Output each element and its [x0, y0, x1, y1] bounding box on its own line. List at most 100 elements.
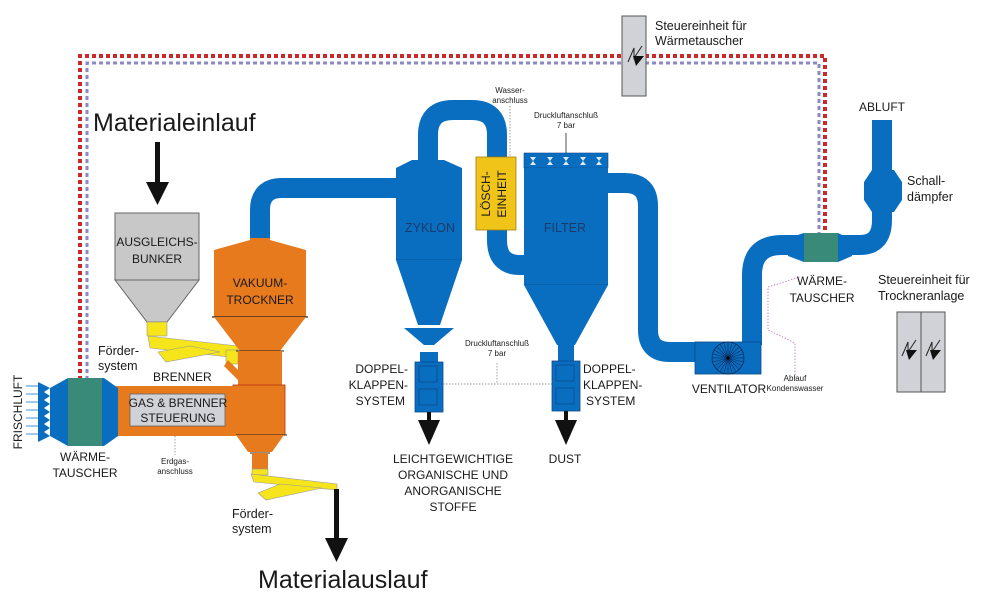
duct-cyclone-to-filter	[418, 100, 535, 275]
vakuum-label-2: TROCKNER	[226, 293, 294, 307]
doppel-left-2: KLAPPEN-	[349, 378, 408, 392]
waermetauscher-right[interactable]	[788, 233, 852, 262]
fan-blade	[727, 357, 737, 373]
fan-blade	[727, 357, 733, 374]
foerdersystem-lower[interactable]	[250, 468, 338, 501]
waerme-right-1: WÄRME-	[797, 274, 847, 288]
signal-line-red	[78, 54, 827, 380]
steuer-trockner-1: Steuereinheit für	[878, 273, 970, 287]
druckluft-mid-2: 7 bar	[488, 349, 507, 358]
druckluft-top-2: 7 bar	[557, 121, 576, 130]
control-arrow-icon	[633, 56, 644, 66]
waerme-right-2: TAUSCHER	[789, 291, 854, 305]
fan-blade	[727, 353, 744, 359]
duct-ventilator-to-exchanger	[742, 235, 800, 345]
ablauf-1: Ablauf	[784, 374, 807, 383]
foerder-upper-1: Förder-	[98, 344, 139, 358]
waerme-left-1: WÄRME-	[60, 450, 110, 464]
outlet-arrow	[325, 489, 348, 562]
foerder-lower-1: Förder-	[232, 507, 273, 521]
ausgleichsbunker[interactable]	[113, 212, 201, 323]
fan-blade	[719, 357, 729, 373]
frischluft-inlet-icon	[38, 382, 50, 442]
fan-blade	[727, 346, 740, 359]
wasser-1: Wasser-	[495, 86, 525, 95]
abluft-stack	[872, 120, 892, 170]
loesch-1: LÖSCH-	[479, 171, 493, 216]
steuer-waerme-line2: Wärmetauscher	[655, 34, 743, 48]
cyclone-output-arrow	[418, 412, 440, 445]
erdgas-2: anschluss	[157, 467, 193, 476]
frischluft-label: FRISCHLUFT	[11, 374, 25, 449]
filter-output-arrow	[555, 411, 577, 445]
signal-line-purple	[85, 61, 821, 380]
fan-blade	[712, 357, 729, 363]
zyklon-label: ZYKLON	[405, 221, 455, 235]
erdgas-1: Erdgas-	[161, 457, 189, 466]
duct-filter-to-ventilator	[605, 173, 700, 362]
control-arrow-icon	[930, 350, 941, 360]
doppel-left-1: DOPPEL-	[355, 362, 408, 376]
doppel-right-1: DOPPEL-	[583, 362, 636, 376]
steuer-trockner-2: Trockneranlage	[878, 289, 964, 303]
vakuumtrockner[interactable]	[212, 238, 308, 469]
foerder-lower-2: system	[232, 522, 272, 536]
waerme-left-2: TAUSCHER	[52, 466, 117, 480]
fan-blade	[727, 342, 733, 359]
vakuum-label-1: VAKUUM-	[233, 276, 287, 290]
signal-lines	[78, 54, 827, 380]
fan-blade	[716, 357, 729, 370]
fan-blade	[727, 357, 743, 367]
loescheinheit[interactable]	[475, 156, 517, 231]
control-unit-heat-exchanger[interactable]	[621, 15, 647, 97]
output-left-4: STOFFE	[429, 500, 476, 514]
steuer-waerme-line1: Steuereinheit für	[655, 19, 747, 33]
waermetauscher-left[interactable]	[26, 378, 118, 446]
fan-blade	[727, 349, 743, 359]
control-signal-icon	[925, 339, 941, 357]
ablauf-2: Kondenswasser	[767, 384, 824, 393]
zyklon[interactable]	[396, 160, 462, 413]
duct-exchanger-to-exhaust	[830, 150, 892, 255]
duct-dryer-to-cyclone	[250, 178, 400, 240]
doppel-left-3: SYSTEM	[356, 394, 405, 408]
fan-blade	[727, 357, 744, 363]
druckluft-mid-1: Druckluftanschluß	[465, 339, 529, 348]
output-left-2: ORGANISCHE UND	[398, 468, 508, 482]
brenner-label: BRENNER	[153, 370, 212, 384]
control-signal-icon	[901, 339, 917, 357]
fan-icon	[712, 342, 744, 374]
fan-blade	[713, 357, 729, 367]
filter-label: FILTER	[544, 221, 586, 235]
loesch-2: EINHEIT	[495, 170, 509, 218]
inlet-arrow	[146, 142, 169, 205]
output-right: DUST	[549, 452, 582, 466]
gas-brenner-1: GAS & BRENNER	[129, 396, 228, 410]
bunker-label-1: AUSGLEICHS-	[116, 235, 197, 249]
output-left-3: ANORGANISCHE	[404, 484, 501, 498]
filter-nozzles-icon	[530, 157, 602, 165]
foerder-upper-2: system	[98, 359, 138, 373]
fan-blade	[713, 349, 729, 359]
ventilator-label: VENTILATOR	[692, 382, 767, 396]
ventilator[interactable]	[694, 341, 762, 375]
bunker-label-2: BUNKER	[132, 252, 182, 266]
druckluft-top-1: Druckluftanschluß	[534, 111, 598, 120]
fan-blade	[727, 343, 737, 359]
doppel-right-3: SYSTEM	[586, 394, 635, 408]
schalldaempfer[interactable]	[864, 170, 902, 212]
output-left-1: LEICHTGEWICHTIGE	[393, 452, 513, 466]
doppel-right-2: KLAPPEN-	[583, 378, 642, 392]
wasser-2: anschluss	[492, 96, 528, 105]
control-arrow-icon	[906, 350, 917, 360]
fan-blade	[712, 353, 729, 359]
control-unit-dryer[interactable]	[896, 311, 946, 393]
gas-brenner-2: STEUERUNG	[140, 411, 215, 425]
burner-housing[interactable]	[116, 386, 236, 436]
fan-blade	[723, 342, 729, 359]
filter[interactable]	[523, 152, 609, 412]
abluft-label: ABLUFT	[859, 100, 906, 114]
schall-1: Schall-	[907, 174, 945, 188]
control-signal-icon	[627, 45, 643, 63]
